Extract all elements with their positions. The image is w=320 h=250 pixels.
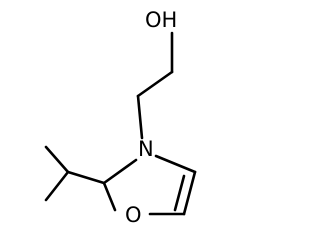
bond-c4-c5 [182,170,197,216]
bond-ch2-ch2 [136,70,174,98]
ring-oxygen-label: O [125,203,142,227]
molecule-diagram: OH N O [44,8,197,227]
nitrogen-label: N [138,137,154,161]
bond-n-c4 [154,154,197,174]
bond-n-c2 [102,158,138,185]
bond-o-c2 [102,181,117,212]
bond-ch-ch3-upper [44,145,70,174]
bond-c2-ch [66,170,106,185]
structure-canvas: OH N O [44,8,197,227]
bond-ch2-n [136,94,144,140]
hydroxyl-label: OH [145,8,177,32]
bond-c4-c5-inner [173,174,186,212]
bond-ch-ch3-lower [44,170,70,202]
